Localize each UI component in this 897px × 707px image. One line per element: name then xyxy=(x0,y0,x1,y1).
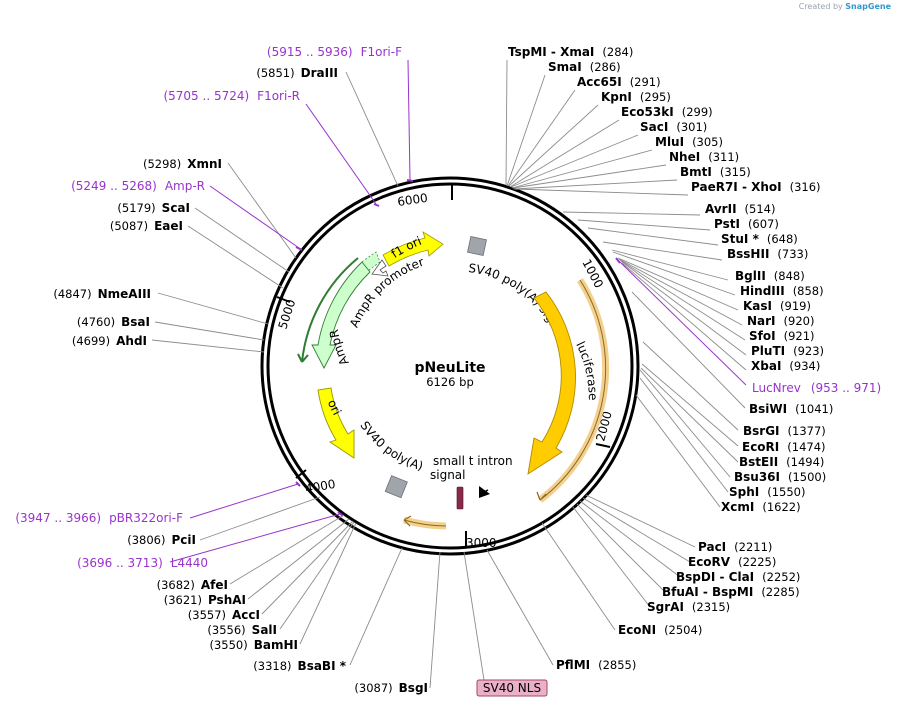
enzyme-label[interactable]: BsrGI(1377) xyxy=(743,424,826,438)
sv40-polya-bottom-label: SV40 poly(A) xyxy=(357,419,424,474)
enzyme-label[interactable]: (3318)BsaBI * xyxy=(253,659,346,673)
right-enzyme-labels: TspMI - XmaI(284) SmaI(286) Acc65I(291) … xyxy=(508,45,833,672)
enzyme-label[interactable]: PaeR7I - XhoI(316) xyxy=(691,180,821,194)
luciferase-track-head xyxy=(536,491,547,501)
enzyme-label[interactable]: BspDI - ClaI(2252) xyxy=(676,570,800,584)
primer-label-f1ori-r[interactable]: (5705 .. 5724)F1ori-R xyxy=(163,89,300,103)
sv40-nls-feature[interactable] xyxy=(456,486,464,510)
enzyme-label[interactable]: PflMI(2855) xyxy=(556,658,636,672)
enzyme-label[interactable]: Acc65I(291) xyxy=(577,75,661,89)
bottom-orange-head xyxy=(403,515,412,527)
enzyme-label[interactable]: (3557)AccI xyxy=(188,608,260,622)
enzyme-label[interactable]: PluTI(923) xyxy=(751,344,824,358)
primer-leader-lines xyxy=(169,59,411,563)
primer-label-pbr322ori-f[interactable]: (3947 .. 3966)pBR322ori-F xyxy=(15,511,183,525)
backbone xyxy=(260,176,640,556)
enzyme-label[interactable]: (3682)AfeI xyxy=(157,578,228,592)
right-leader-lines xyxy=(486,59,747,666)
enzyme-label[interactable]: StuI *(648) xyxy=(721,232,798,246)
luciferase-track xyxy=(539,279,607,501)
ori-feature[interactable] xyxy=(317,387,355,459)
enzyme-label[interactable]: NheI(311) xyxy=(669,150,739,164)
sv40-nls-label-box[interactable]: SV40 NLS xyxy=(476,679,548,697)
scale-ticks xyxy=(276,185,611,548)
tick-label-3000: 3000 xyxy=(466,536,497,550)
enzyme-label[interactable]: EcoNI(2504) xyxy=(618,623,702,637)
primer-label-f1ori-f[interactable]: (5915 .. 5936)F1ori-F xyxy=(267,45,402,59)
enzyme-label[interactable]: XcmI(1622) xyxy=(721,500,801,514)
small-t-intron-marker[interactable] xyxy=(479,486,490,498)
enzyme-label[interactable]: SphI(1550) xyxy=(729,485,806,499)
enzyme-label[interactable]: (5087)EaeI xyxy=(110,219,183,233)
snapgene-logo: SnapGene xyxy=(845,2,891,11)
enzyme-label[interactable]: Bsu36I(1500) xyxy=(734,470,826,484)
enzyme-label[interactable]: PstI(607) xyxy=(714,217,779,231)
plasmid-name: pNeuLite xyxy=(414,360,485,376)
enzyme-label[interactable]: (3087)BsgI xyxy=(354,681,428,695)
enzyme-label[interactable]: (5298)XmnI xyxy=(143,157,222,171)
luciferase-label: luciferase xyxy=(573,339,600,400)
enzyme-label[interactable]: (3550)BamHI xyxy=(209,638,298,652)
enzyme-label[interactable]: NarI(920) xyxy=(747,314,814,328)
tick-label-4000: 4000 xyxy=(304,477,337,496)
tick-label-6000: 6000 xyxy=(396,191,428,209)
enzyme-label[interactable]: (4847)NmeAIII xyxy=(53,287,151,301)
bottom-orange-arc xyxy=(403,516,447,530)
enzyme-label[interactable]: (3806)PciI xyxy=(127,533,196,547)
enzyme-label[interactable]: TspMI - XmaI(284) xyxy=(508,45,633,59)
left-enzyme-labels: (5851)DraIII (5298)XmnI (5179)ScaI (5087… xyxy=(53,66,428,695)
primer-label-l4440[interactable]: (3696 .. 3713)L4440 xyxy=(77,556,208,570)
enzyme-label[interactable]: SacI(301) xyxy=(640,120,707,134)
enzyme-label[interactable]: SmaI(286) xyxy=(548,60,621,74)
enzyme-label[interactable]: BmtI(315) xyxy=(680,165,751,179)
enzyme-label[interactable]: BssHII(733) xyxy=(727,247,808,261)
sv40-polya-top-marker[interactable] xyxy=(467,236,487,256)
snapgene-credit: Created by SnapGene xyxy=(799,2,891,11)
enzyme-label[interactable]: KpnI(295) xyxy=(601,90,671,104)
sv40-nls-label: SV40 NLS xyxy=(483,681,541,695)
credit-prefix: Created by xyxy=(798,2,843,11)
enzyme-label[interactable]: (3556)SalI xyxy=(207,623,277,637)
ampr-bracket xyxy=(301,257,359,363)
enzyme-label[interactable]: BsiWI(1041) xyxy=(749,402,833,416)
primer-label-lucnrev[interactable]: LucNrev(953 .. 971) xyxy=(752,381,881,395)
enzyme-label[interactable]: BfuAI - BspMI(2285) xyxy=(662,585,800,599)
enzyme-label[interactable]: (4699)AhdI xyxy=(72,334,147,348)
enzyme-label[interactable]: (3621)PshAI xyxy=(164,593,246,607)
enzyme-label[interactable]: PacI(2211) xyxy=(698,540,772,554)
ampr-feature[interactable] xyxy=(311,261,371,369)
enzyme-label[interactable]: (4760)BsaI xyxy=(77,315,150,329)
left-leader-lines xyxy=(151,71,485,689)
enzyme-label[interactable]: SfoI(921) xyxy=(749,329,815,343)
sv40-polya-bottom-marker[interactable] xyxy=(384,475,408,499)
enzyme-label[interactable]: EcoRI(1474) xyxy=(742,440,826,454)
luciferase-feature[interactable] xyxy=(527,291,576,475)
ori-label: ori xyxy=(325,398,344,418)
bottom-orange-track xyxy=(403,519,447,527)
primer-label-amp-r[interactable]: (5249 .. 5268)Amp-R xyxy=(71,179,205,193)
enzyme-label[interactable]: AvrII(514) xyxy=(705,202,775,216)
enzyme-label[interactable]: BstEII(1494) xyxy=(739,455,824,469)
enzyme-label[interactable]: HindIII(858) xyxy=(740,284,824,298)
primer-labels: (5915 .. 5936)F1ori-F (5705 .. 5724)F1or… xyxy=(15,45,881,570)
sv40-polya-bottom-label-2: signal xyxy=(430,468,466,482)
enzyme-label[interactable]: Eco53kI(299) xyxy=(621,105,713,119)
enzyme-label[interactable]: MluI(305) xyxy=(655,135,723,149)
enzyme-label[interactable]: XbaI(934) xyxy=(751,359,820,373)
ampr-promoter-feature[interactable] xyxy=(371,259,389,277)
enzyme-label[interactable]: KasI(919) xyxy=(743,299,811,313)
enzyme-label[interactable]: (5179)ScaI xyxy=(117,201,190,215)
f1-ori-feature[interactable] xyxy=(382,231,444,267)
enzyme-label[interactable]: EcoRV(2225) xyxy=(688,555,776,569)
plasmid-size: 6126 bp xyxy=(426,375,474,389)
enzyme-label[interactable]: BglII(848) xyxy=(735,269,805,283)
ampr-bracket-head xyxy=(297,353,309,363)
small-t-intron-label: small t intron xyxy=(433,454,513,468)
enzyme-label[interactable]: (5851)DraIII xyxy=(256,66,338,80)
enzyme-label[interactable]: SgrAI(2315) xyxy=(647,600,730,614)
